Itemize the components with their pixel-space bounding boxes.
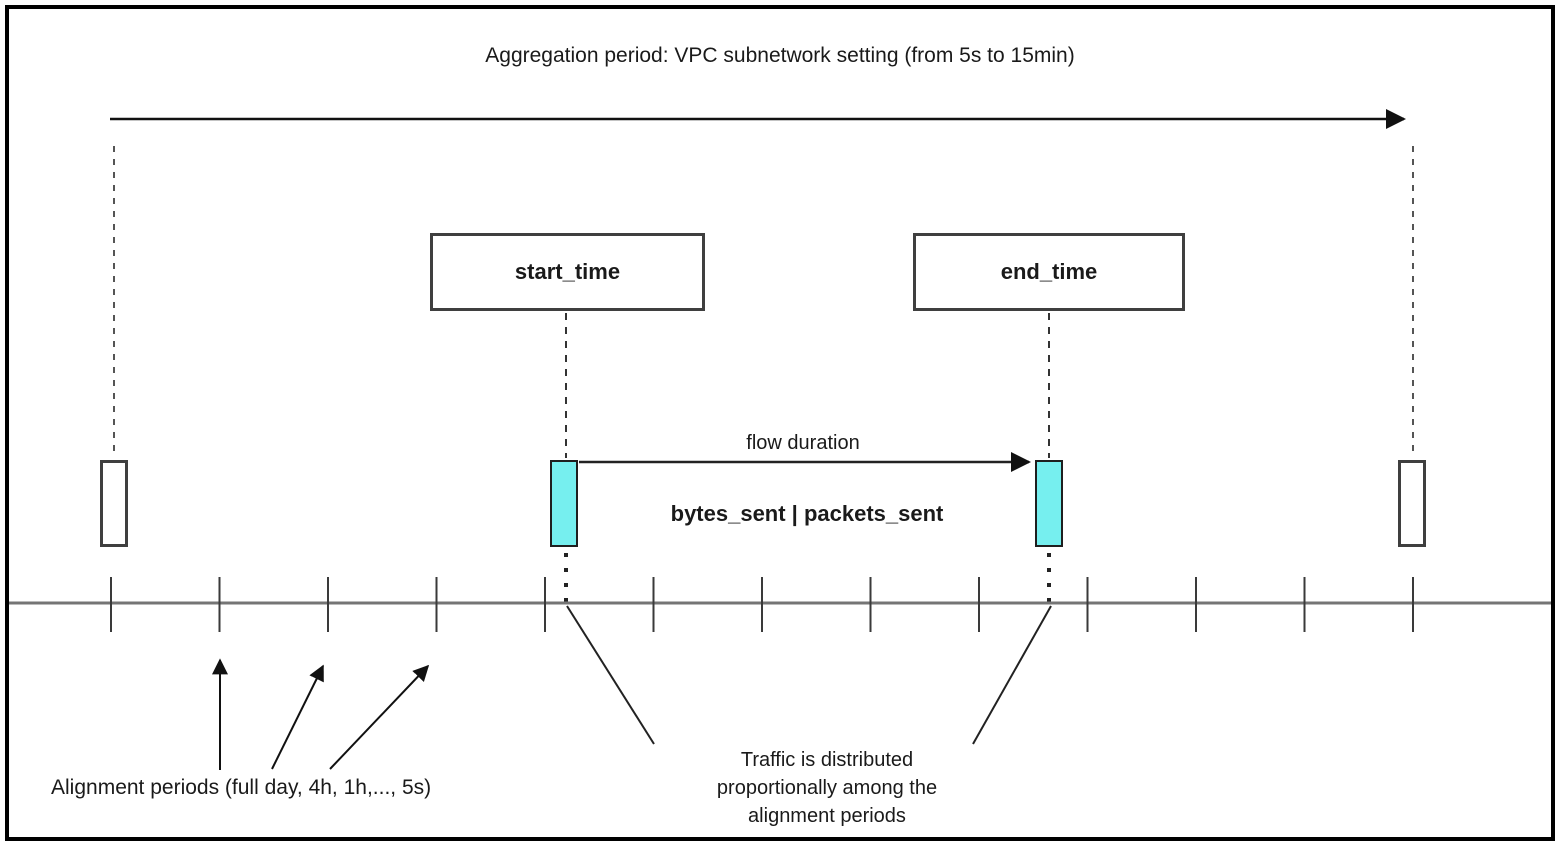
left-boundary-marker [100, 460, 128, 547]
metrics-label: bytes_sent | packets_sent [670, 501, 944, 526]
alignment-periods-label: Alignment periods (full day, 4h, 1h,...,… [51, 776, 432, 799]
flow-end-marker [1035, 460, 1063, 547]
flow-start-marker [550, 460, 578, 547]
traffic-note-line3: alignment periods [748, 805, 906, 827]
traffic-note-line2: proportionally among the [716, 777, 938, 799]
end-time-box: end_time [913, 233, 1185, 311]
traffic-note-line1: Traffic is distributed [740, 749, 914, 771]
right-boundary-marker [1398, 460, 1426, 547]
diagram-frame [5, 5, 1555, 841]
flow-duration-label: flow duration [746, 432, 860, 454]
end-time-label: end_time [1000, 259, 1098, 284]
start-time-box: start_time [430, 233, 705, 311]
traffic-note: Traffic is distributed proportionally am… [717, 746, 937, 830]
start-time-label: start_time [514, 259, 621, 284]
diagram-title: Aggregation period: VPC subnetwork setti… [485, 44, 1075, 67]
